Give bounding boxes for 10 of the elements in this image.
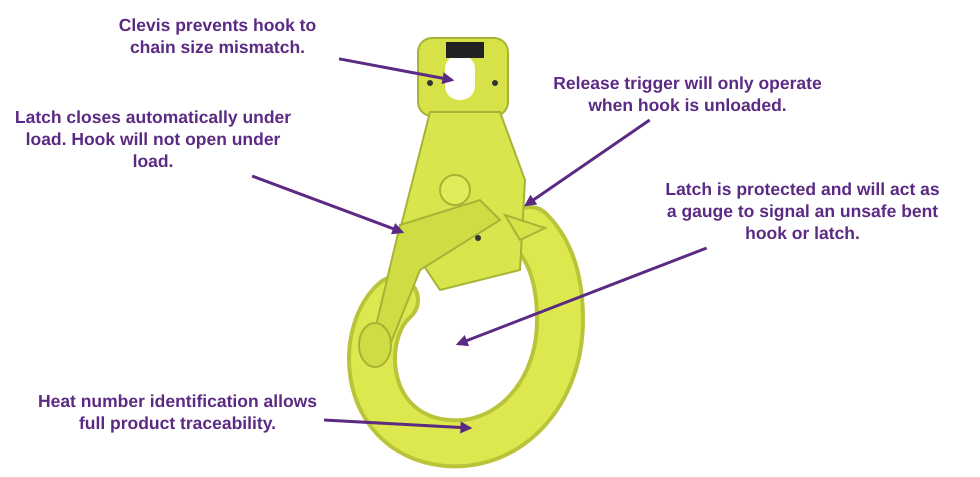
callout-text: Latch closes automatically under load. Hook will not open under load. [14,106,292,172]
callout-text: Latch is protected and will act as a gauge to signal an unsafe bent hook or latch. [660,178,945,244]
leader-arrow [252,174,404,234]
leader-arrow [456,246,708,346]
callout-text: Release trigger will only operate when hook is unloaded. [530,72,845,116]
callout-text: Clevis prevents hook to chain size mismatch. [100,14,335,58]
callout-text: Heat number identification allows full product traceability. [35,390,320,434]
leader-arrow [324,418,472,434]
leader-arrow [338,57,454,84]
leader-arrow [524,118,651,206]
